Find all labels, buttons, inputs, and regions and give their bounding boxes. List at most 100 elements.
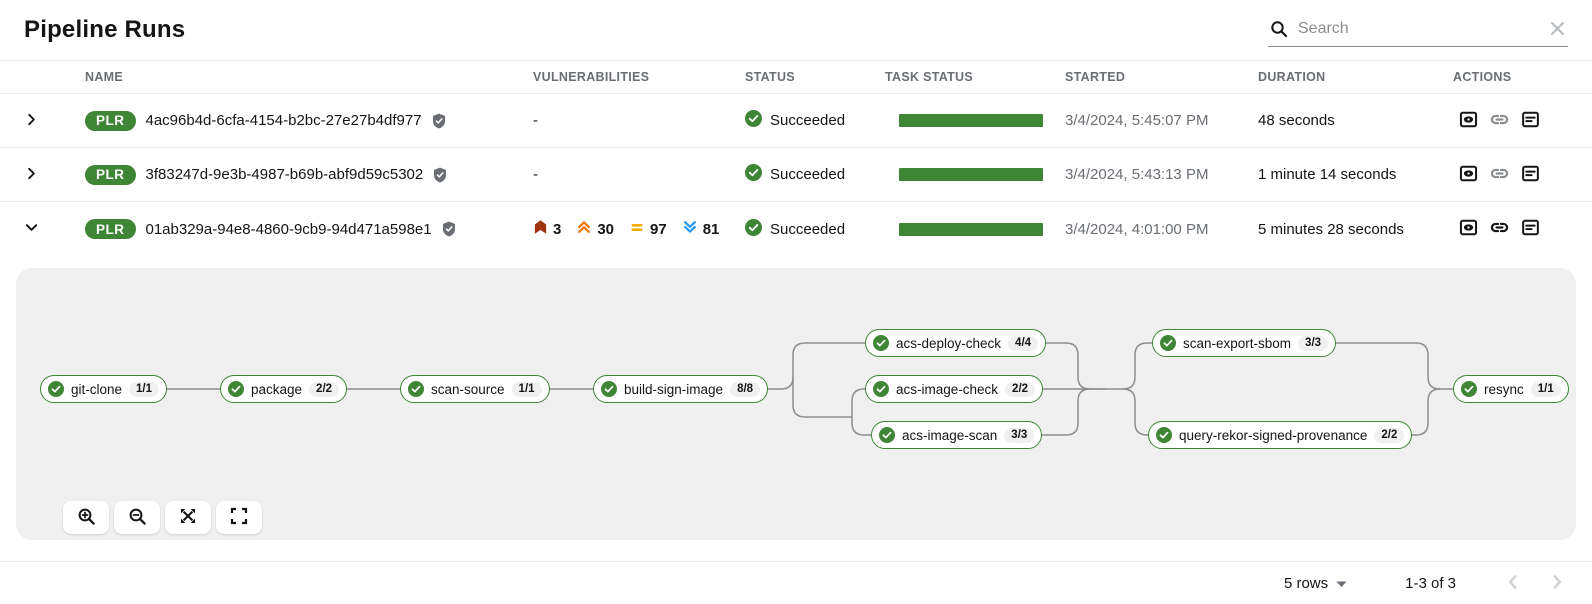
low-severity-icon bbox=[682, 219, 698, 239]
chevron-right-icon bbox=[24, 112, 39, 130]
task-node-acs-image-check[interactable]: acs-image-check 2/2 bbox=[865, 375, 1044, 403]
pagination-range: 1-3 of 3 bbox=[1405, 574, 1456, 592]
pipeline-graph-panel[interactable]: git-clone 1/1 package 2/2 scan-source 1/… bbox=[16, 268, 1576, 540]
header-status: STATUS bbox=[745, 70, 795, 84]
task-label: scan-source bbox=[431, 381, 505, 397]
chevron-left-icon bbox=[1504, 573, 1522, 594]
table-row: PLR 01ab329a-94e8-4860-9cb9-94d471a598e1… bbox=[0, 202, 1592, 256]
task-node-scan-source[interactable]: scan-source 1/1 bbox=[400, 375, 550, 403]
task-success-icon bbox=[873, 381, 889, 397]
footer-divider bbox=[0, 561, 1592, 562]
task-success-icon bbox=[228, 381, 244, 397]
started-timestamp: 3/4/2024, 5:43:13 PM bbox=[1065, 166, 1209, 183]
chevron-down-icon bbox=[24, 220, 39, 238]
next-page-button[interactable] bbox=[1548, 573, 1566, 594]
caret-down-icon bbox=[1336, 575, 1347, 592]
low-count: 81 bbox=[702, 220, 720, 238]
search-input[interactable] bbox=[1298, 19, 1549, 38]
started-timestamp: 3/4/2024, 4:01:00 PM bbox=[1065, 220, 1209, 238]
task-count-badge: 8/8 bbox=[730, 381, 761, 397]
search-box[interactable] bbox=[1268, 13, 1568, 47]
task-node-package[interactable]: package 2/2 bbox=[220, 375, 348, 403]
rows-per-page-select[interactable]: 5 rows bbox=[1284, 575, 1347, 592]
task-node-resync[interactable]: resync 1/1 bbox=[1453, 375, 1569, 403]
task-success-icon bbox=[408, 381, 424, 397]
status-text: Succeeded bbox=[770, 112, 846, 129]
view-logs-button[interactable] bbox=[1520, 109, 1541, 133]
task-success-icon bbox=[1160, 335, 1176, 351]
task-success-icon bbox=[48, 381, 64, 397]
task-count-badge: 1/1 bbox=[129, 381, 160, 397]
success-status-icon bbox=[745, 164, 762, 185]
header-name: NAME bbox=[85, 70, 124, 84]
header-actions: ACTIONS bbox=[1453, 70, 1512, 84]
task-node-acs-deploy-check[interactable]: acs-deploy-check 4/4 bbox=[865, 329, 1047, 357]
status-text: Succeeded bbox=[770, 220, 846, 238]
view-output-button[interactable] bbox=[1458, 109, 1479, 133]
page-title: Pipeline Runs bbox=[24, 16, 186, 43]
started-timestamp: 3/4/2024, 5:45:07 PM bbox=[1065, 112, 1209, 129]
table-footer: 5 rows 1-3 of 3 bbox=[0, 562, 1592, 604]
task-success-icon bbox=[879, 427, 895, 443]
plr-badge: PLR bbox=[85, 164, 136, 185]
pipeline-run-name: 01ab329a-94e8-4860-9cb9-94d471a598e1 bbox=[145, 220, 432, 238]
view-output-icon bbox=[1458, 109, 1479, 133]
table-row: PLR 4ac96b4d-6cfa-4154-b2bc-27e27b4df977… bbox=[0, 94, 1592, 148]
zoom-out-icon bbox=[128, 507, 147, 529]
task-success-icon bbox=[1461, 381, 1477, 397]
copy-link-button[interactable] bbox=[1489, 217, 1510, 241]
expand-toggle-button[interactable] bbox=[22, 110, 41, 132]
view-output-button[interactable] bbox=[1458, 217, 1479, 241]
header-started: STARTED bbox=[1065, 70, 1126, 84]
zoom-in-icon bbox=[77, 507, 96, 529]
copy-link-button[interactable] bbox=[1489, 163, 1510, 187]
task-label: git-clone bbox=[71, 381, 123, 397]
critical-count: 3 bbox=[553, 220, 562, 238]
task-node-query-rekor-signed-provenance[interactable]: query-rekor-signed-provenance 2/2 bbox=[1148, 421, 1413, 449]
duration-text: 5 minutes 28 seconds bbox=[1258, 220, 1404, 238]
critical-severity-icon bbox=[533, 219, 548, 239]
fit-to-screen-icon bbox=[179, 507, 197, 528]
shield-check-icon bbox=[432, 167, 448, 183]
zoom-in-button[interactable] bbox=[63, 501, 109, 534]
task-label: package bbox=[251, 381, 303, 397]
task-node-git-clone[interactable]: git-clone 1/1 bbox=[40, 375, 168, 403]
task-count-badge: 1/1 bbox=[1530, 381, 1561, 397]
task-count-badge: 1/1 bbox=[511, 381, 542, 397]
expand-toggle-button[interactable] bbox=[22, 164, 41, 186]
status-text: Succeeded bbox=[770, 166, 846, 183]
vulnerabilities-cell: - bbox=[533, 112, 538, 129]
copy-link-button[interactable] bbox=[1489, 109, 1510, 133]
task-label: acs-deploy-check bbox=[896, 335, 1002, 351]
high-count: 30 bbox=[597, 220, 615, 238]
task-node-scan-export-sbom[interactable]: scan-export-sbom 3/3 bbox=[1152, 329, 1337, 357]
task-status-bar bbox=[899, 168, 1043, 181]
copy-link-icon bbox=[1489, 163, 1510, 187]
copy-link-icon bbox=[1489, 109, 1510, 133]
high-severity-icon bbox=[576, 219, 592, 239]
view-output-button[interactable] bbox=[1458, 163, 1479, 187]
success-status-icon bbox=[745, 110, 762, 131]
shield-check-icon bbox=[441, 221, 457, 237]
clear-search-icon[interactable] bbox=[1549, 20, 1566, 37]
task-node-acs-image-scan[interactable]: acs-image-scan 3/3 bbox=[871, 421, 1043, 449]
table-header-row: NAME VULNERABILITIES STATUS TASK STATUS … bbox=[0, 60, 1592, 94]
header-duration: DURATION bbox=[1258, 70, 1326, 84]
view-logs-icon bbox=[1520, 217, 1541, 241]
reset-view-button[interactable] bbox=[216, 501, 262, 534]
task-node-build-sign-image[interactable]: build-sign-image 8/8 bbox=[593, 375, 769, 403]
table-row: PLR 3f83247d-9e3b-4987-b69b-abf9d59c5302… bbox=[0, 148, 1592, 202]
chevron-right-icon bbox=[24, 166, 39, 184]
task-count-badge: 2/2 bbox=[1374, 427, 1405, 443]
view-logs-icon bbox=[1520, 163, 1541, 187]
collapse-toggle-button[interactable] bbox=[22, 218, 41, 240]
pipeline-run-name: 4ac96b4d-6cfa-4154-b2bc-27e27b4df977 bbox=[145, 112, 422, 129]
chevron-right-icon bbox=[1548, 573, 1566, 594]
task-label: build-sign-image bbox=[624, 381, 724, 397]
view-logs-button[interactable] bbox=[1520, 163, 1541, 187]
view-logs-button[interactable] bbox=[1520, 217, 1541, 241]
zoom-out-button[interactable] bbox=[114, 501, 160, 534]
search-icon bbox=[1270, 20, 1288, 38]
fit-to-screen-button[interactable] bbox=[165, 501, 211, 534]
previous-page-button[interactable] bbox=[1504, 573, 1522, 594]
